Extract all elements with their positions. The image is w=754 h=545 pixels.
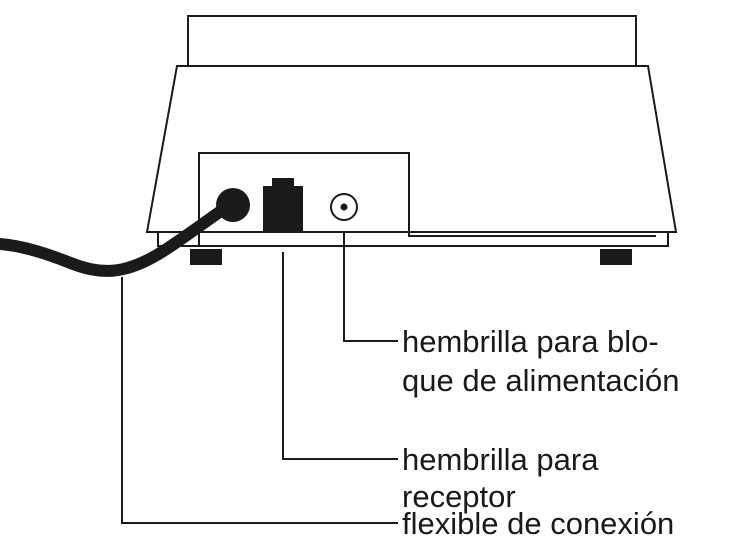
connector-panel: [198, 152, 656, 246]
cable-leader: [121, 277, 398, 524]
power-socket-leader: [343, 232, 398, 342]
cable-label: flexible de conexión: [402, 506, 674, 541]
connection-cable: [0, 188, 250, 277]
right-foot: [600, 249, 632, 265]
receiver-socket-label-line2: receptor: [402, 479, 516, 514]
receiver-socket-label-line1: hembrilla para: [402, 442, 599, 477]
cable-plug: [216, 188, 250, 222]
receiver-socket: [263, 178, 303, 232]
power-socket: [330, 193, 358, 221]
top-tray: [187, 15, 637, 66]
power-socket-label-line2: que de alimentación: [402, 363, 679, 398]
power-socket-label-line1: hembrilla para blo-: [402, 324, 659, 359]
device-base: [157, 232, 669, 247]
receiver-socket-leader: [282, 252, 398, 460]
left-foot: [190, 249, 222, 265]
